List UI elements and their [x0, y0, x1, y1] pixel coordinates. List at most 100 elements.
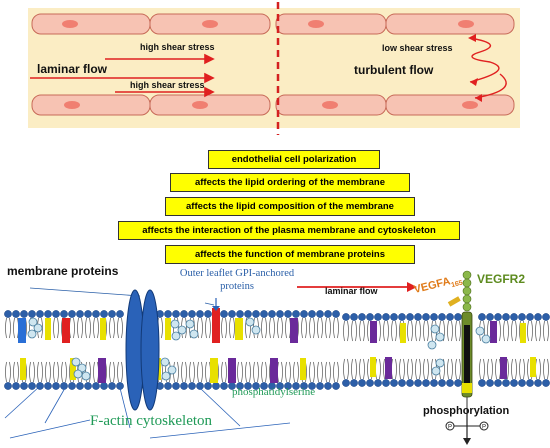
lipid-tail — [61, 361, 67, 383]
cholesterol-clusters — [27, 317, 261, 381]
lipid-headgroup — [260, 382, 268, 390]
lipid-headgroup — [438, 313, 446, 321]
lipid-headgroup — [220, 310, 228, 318]
lipid-headgroup — [358, 379, 366, 387]
lipid-tail — [543, 320, 549, 342]
lipid-headgroup — [526, 379, 534, 387]
lipid-tail — [317, 317, 323, 339]
lipid-headgroup — [252, 382, 260, 390]
membrane-proteins-title: membrane proteins — [7, 264, 119, 278]
f-actin-label: F-actin cytoskeleton — [90, 413, 213, 429]
lipid-headgroup — [60, 310, 68, 318]
lipid-headgroup — [52, 310, 60, 318]
lipid-tail — [325, 317, 331, 339]
lipid-headgroup — [494, 313, 502, 321]
lipid-headgroup — [36, 310, 44, 318]
lipid-headgroup — [28, 382, 36, 390]
lipid-headgroup — [350, 313, 358, 321]
lipid-tail — [423, 320, 429, 342]
lipid-tail — [117, 361, 123, 383]
lipid-headgroup — [518, 313, 526, 321]
right-colored-lipids — [370, 321, 536, 379]
lipid-headgroup — [374, 313, 382, 321]
lipid-headgroup — [276, 382, 284, 390]
lipid-tail — [391, 358, 397, 380]
lipid-headgroup — [494, 379, 502, 387]
flow-panel-graphic — [28, 2, 520, 135]
lipid-headgroup — [454, 313, 462, 321]
lipid-tail — [535, 320, 541, 342]
lipid-headgroup — [188, 382, 196, 390]
lipid-tail — [221, 361, 227, 383]
lipid-tail — [5, 361, 11, 383]
lipid-headgroup — [406, 313, 414, 321]
lipid-tail — [221, 317, 227, 339]
lipid-tail — [309, 361, 315, 383]
lipid-tail — [407, 320, 413, 342]
lipid-tail — [407, 358, 413, 380]
flow-panel: high shear stress laminar flow high shea… — [0, 0, 550, 135]
lipid-headgroup — [414, 379, 422, 387]
lipid-headgroup — [244, 382, 252, 390]
turbulent-flow-label: turbulent flow — [354, 63, 434, 77]
lipid-tail — [333, 317, 339, 339]
vegfr2-label: VEGFR2 — [477, 272, 526, 286]
lipid-headgroup — [502, 379, 510, 387]
lipid-headgroup — [244, 310, 252, 318]
laminar-flow-arrows — [30, 53, 215, 98]
lipid-tail — [93, 317, 99, 339]
lipid-headgroup — [52, 382, 60, 390]
lipid-headgroup — [92, 310, 100, 318]
lipid-headgroup — [100, 310, 108, 318]
lipid-headgroup — [324, 310, 332, 318]
lipid-tail — [359, 358, 365, 380]
lipid-headgroup — [220, 382, 228, 390]
lipid-tail — [77, 317, 83, 339]
lipid-tail — [383, 320, 389, 342]
effect-box-protein-function: affects the function of membrane protein… — [165, 245, 415, 264]
lipid-headgroup — [430, 379, 438, 387]
lipid-headgroup — [324, 382, 332, 390]
lipid-headgroup — [76, 382, 84, 390]
lipid-headgroup — [12, 382, 20, 390]
lipid-tail — [229, 317, 235, 339]
lipid-tail — [13, 361, 19, 383]
lipid-tail — [423, 358, 429, 380]
lipid-headgroup — [414, 313, 422, 321]
lipid-tail — [253, 361, 259, 383]
lipid-tail — [109, 361, 115, 383]
lipid-headgroup — [366, 379, 374, 387]
lipid-headgroup — [44, 382, 52, 390]
lipid-tail — [261, 317, 267, 339]
effect-box-polarization: endothelial cell polarization — [208, 150, 380, 169]
lipid-tail — [359, 320, 365, 342]
lipid-tail — [261, 361, 267, 383]
lipid-tail — [317, 361, 323, 383]
gpi-label: Outer leaflet GPI-anchored proteins — [179, 268, 295, 292]
lipid-headgroup — [526, 313, 534, 321]
lipid-headgroup — [12, 310, 20, 318]
lipid-tail — [415, 320, 421, 342]
transmembrane-protein — [125, 289, 160, 411]
lipid-tail — [13, 317, 19, 339]
lipid-headgroup — [68, 310, 76, 318]
lipid-headgroup — [292, 310, 300, 318]
lipid-headgroup — [196, 382, 204, 390]
lipid-tail — [511, 358, 517, 380]
top-cell-row — [31, 13, 515, 35]
lipid-tail — [333, 361, 339, 383]
lipid-headgroup — [502, 313, 510, 321]
phosphatidylserine-label: phosphatidylserine — [232, 386, 316, 398]
right-laminar-flow-label: laminar flow — [325, 286, 378, 296]
lipid-headgroup — [438, 379, 446, 387]
lipid-tail — [29, 361, 35, 383]
lipid-headgroup — [4, 382, 12, 390]
lipid-tail — [85, 317, 91, 339]
left-membrane-graphic — [4, 287, 340, 439]
lipid-headgroup — [108, 310, 116, 318]
lipid-headgroup — [196, 310, 204, 318]
lipid-tail — [301, 317, 307, 339]
lipid-tail — [117, 317, 123, 339]
lipid-headgroup — [486, 313, 494, 321]
lipid-headgroup — [542, 379, 550, 387]
